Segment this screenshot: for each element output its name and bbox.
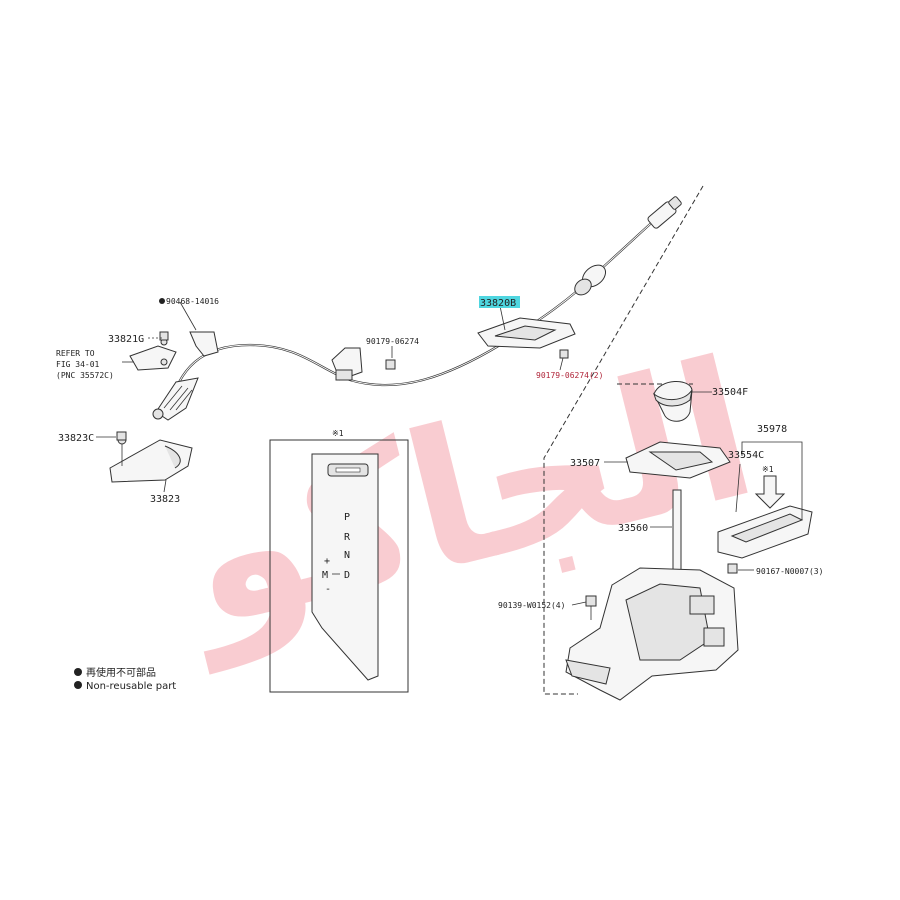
gear-letter-p: P [344,512,350,523]
shifter-base [565,567,739,701]
refer-line-3: (PNC 35572C) [56,371,114,380]
gear-letter-n: N [344,550,350,561]
label-33821g[interactable]: 33821G [108,334,144,345]
nut-90179-b [559,349,569,359]
label-35978[interactable]: 35978 [757,424,787,435]
gear-letter-m: M [322,570,328,581]
cable-end-lower [152,377,199,421]
leader-33554c [735,463,741,513]
star-note-gate: ※1 [332,429,344,438]
nut-33821g [159,331,169,341]
clip-90468 [189,331,219,357]
bracket-33820b [477,317,576,349]
legend-en: Non-reusable part [86,681,176,692]
group-bracket-35978 [741,441,803,520]
label-33823[interactable]: 33823 [150,494,180,505]
shift-lever-33560 [672,489,682,581]
non-reusable-dot-icon [159,298,165,304]
gear-letter-d: D [344,570,350,581]
nut-90179-a [385,359,396,370]
housing-33507 [625,441,731,479]
bolt-33823c [116,431,127,441]
label-90468[interactable]: 90468-14016 [166,297,219,306]
shift-knob-33504f [652,381,693,422]
legend-dot-icon-cn [74,668,82,676]
gear-letter-plus: + [324,556,330,567]
assembly-boundary [543,185,704,695]
legend-cn: 再使用不可部品 [86,666,156,679]
leader-33823 [163,479,167,493]
cable-end-upper [574,196,682,296]
label-33507[interactable]: 33507 [570,458,600,469]
refer-line-2: FIG 34-01 [56,360,100,369]
bracket-33823 [109,435,193,483]
gear-letter-minus: - [325,584,331,595]
label-90167[interactable]: 90167-N0007(3) [756,567,823,576]
label-33554c[interactable]: 33554C [728,450,764,461]
bolt-90167 [727,563,738,574]
refer-line-1: REFER TO [56,349,95,358]
leader-90179-b [559,357,564,371]
leader-33820b [499,305,506,331]
label-33823c[interactable]: 33823C [58,433,94,444]
down-arrow-icon [754,475,786,509]
label-90139[interactable]: 90139-W0152(4) [498,601,565,610]
label-33820b[interactable]: 33820B [480,298,516,309]
gear-letter-r: R [344,532,351,543]
label-90179-a[interactable]: 90179-06274 [366,337,419,346]
gear-indicator-panel [269,439,409,693]
leader-90139 [571,601,587,606]
indicator-35978 [717,505,813,559]
legend-dot-icon-en [74,681,82,689]
star-note-indicator: ※1 [762,465,774,474]
highlight-33820b [479,296,520,308]
label-33560[interactable]: 33560 [618,523,648,534]
leader-90468 [179,301,197,331]
label-33504f[interactable]: 33504F [712,387,748,398]
label-90179-b[interactable]: 90179-06274(2) [536,371,603,380]
bolt-90139 [585,595,597,620]
cable-clamp [331,347,363,381]
